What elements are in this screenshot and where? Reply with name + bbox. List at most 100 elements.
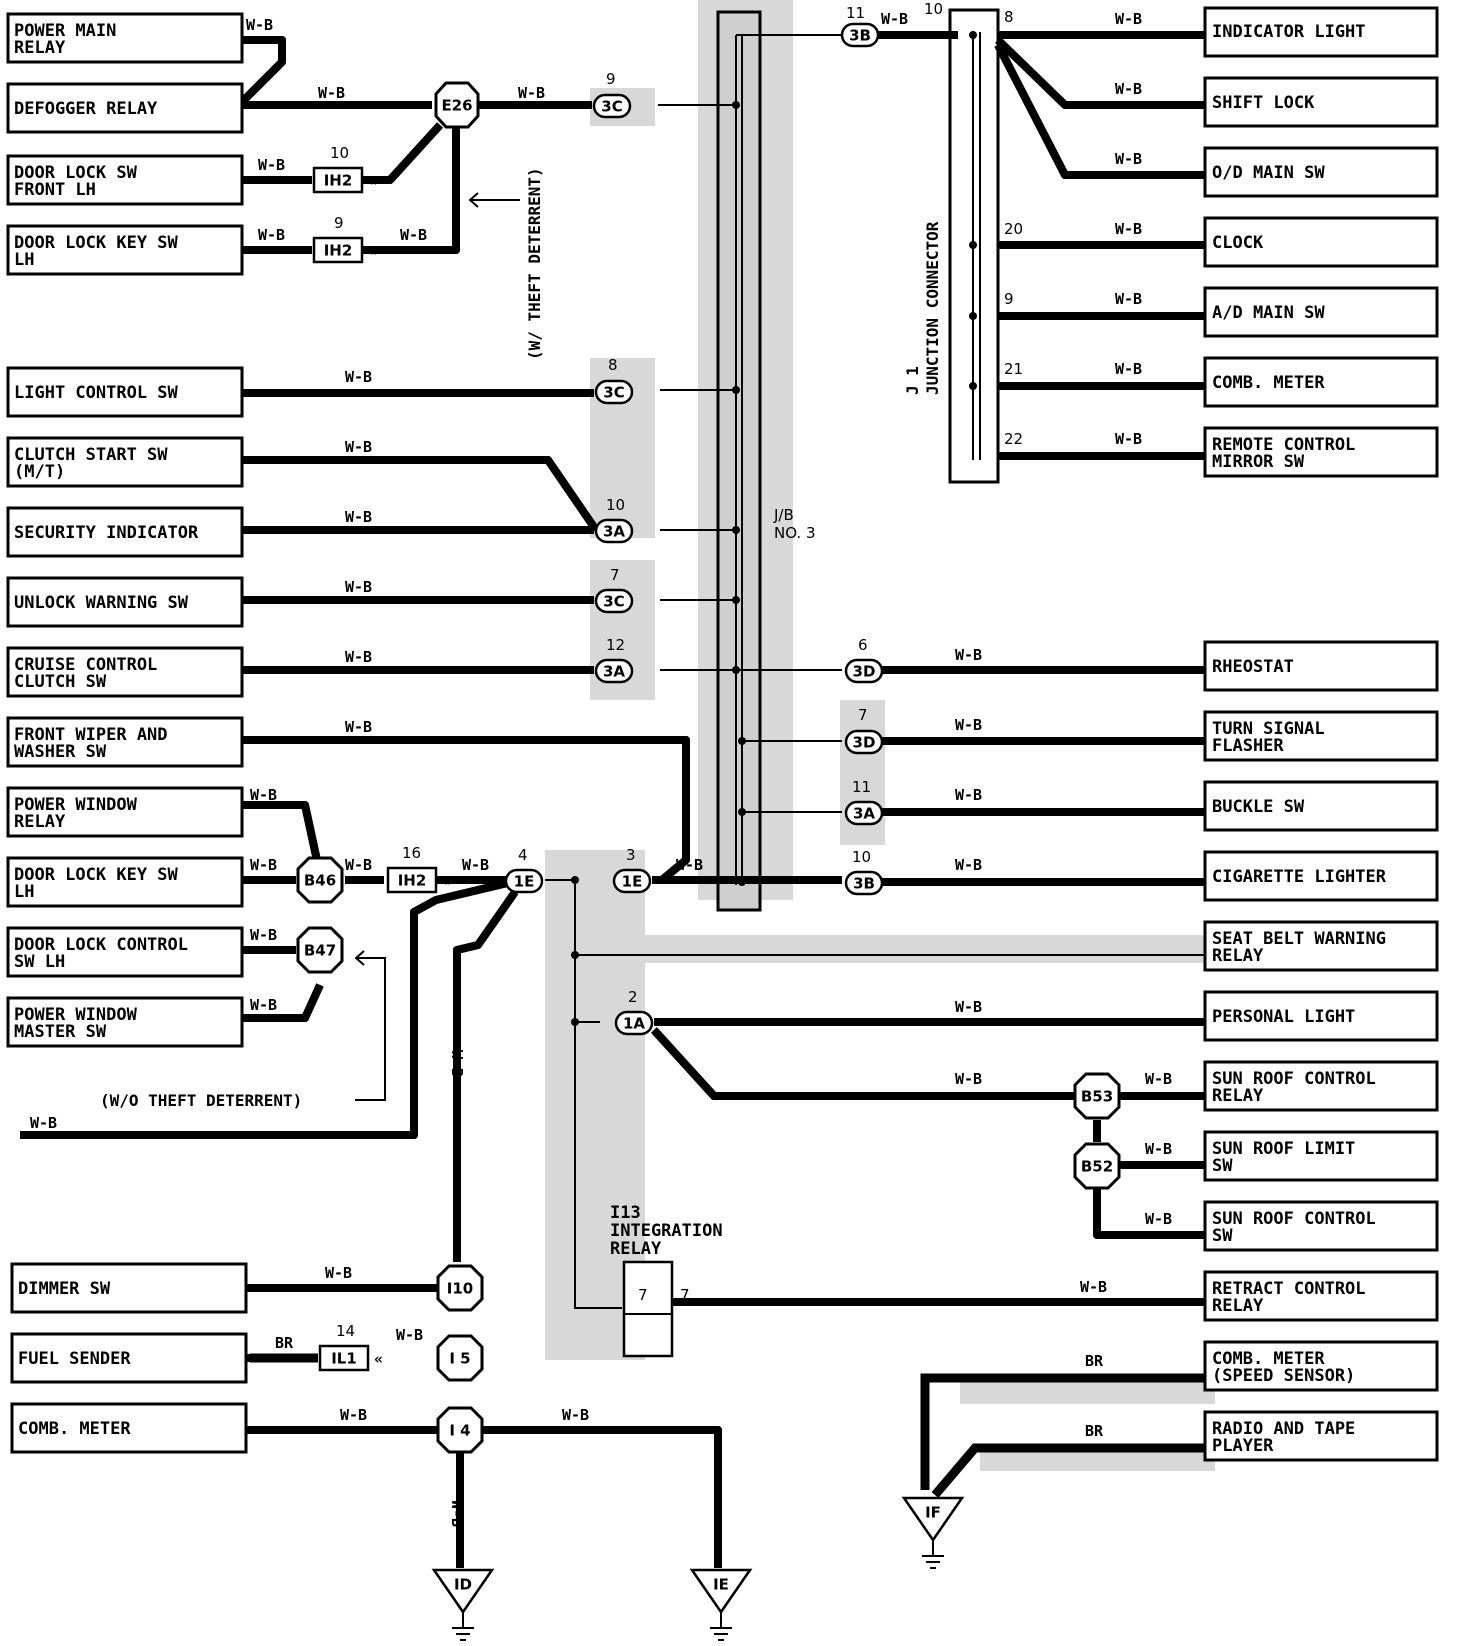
svg-text:CRUISE CONTROL: CRUISE CONTROL: [14, 655, 157, 675]
svg-text:W-B: W-B: [1115, 150, 1142, 168]
svg-text:3D: 3D: [853, 663, 876, 681]
connector-b52: B52: [1073, 1142, 1121, 1190]
svg-text:«: «: [442, 872, 451, 890]
indicator-light: INDICATOR LIGHT: [1203, 6, 1439, 58]
svg-text:W-B: W-B: [955, 998, 982, 1016]
svg-text:W-B: W-B: [448, 1050, 466, 1077]
svg-text:(W/O THEFT DETERRENT): (W/O THEFT DETERRENT): [100, 1091, 302, 1110]
svg-text:W-B: W-B: [1145, 1210, 1172, 1228]
svg-text:12: 12: [606, 636, 625, 654]
connector-3c-9: 3C: [592, 93, 632, 119]
svg-text:RADIO AND TAPE: RADIO AND TAPE: [1212, 1419, 1355, 1439]
svg-text:3B: 3B: [849, 27, 871, 45]
svg-text:LH: LH: [14, 250, 34, 270]
pill-connectors: 3C 3C 3A 3C 3A 3B 3D 3D 3A 3B 1E 1E 1A: [504, 22, 884, 1036]
svg-text:W-B: W-B: [345, 856, 372, 874]
svg-text:1E: 1E: [622, 873, 643, 891]
svg-text:(W/ THEFT DETERRENT): (W/ THEFT DETERRENT): [525, 167, 544, 360]
connector-il1-14: IL1«: [318, 1344, 383, 1372]
svg-text:W-B: W-B: [250, 926, 277, 944]
right-component-boxes: INDICATOR LIGHT SHIFT LOCK O/D MAIN SW C…: [1203, 6, 1439, 1462]
inline-connectors: IH2 « IH2 « IH2 « IL1«: [312, 166, 451, 1372]
svg-text:UNLOCK WARNING SW: UNLOCK WARNING SW: [14, 593, 189, 613]
svg-text:6: 6: [858, 636, 868, 654]
svg-text:9: 9: [1004, 290, 1014, 308]
svg-text:W-B: W-B: [562, 1406, 589, 1424]
svg-text:DOOR LOCK KEY SW: DOOR LOCK KEY SW: [14, 233, 179, 253]
svg-text:RELAY: RELAY: [1212, 946, 1264, 966]
connector-ih2-16: IH2 «: [386, 866, 451, 894]
svg-text:W-B: W-B: [345, 438, 372, 456]
svg-text:11: 11: [846, 4, 865, 22]
svg-text:CLUTCH START SW: CLUTCH START SW: [14, 445, 168, 465]
svg-text:W-B: W-B: [345, 508, 372, 526]
svg-text:W-B: W-B: [955, 716, 982, 734]
svg-text:7: 7: [858, 706, 868, 724]
light-control-sw: LIGHT CONTROL SW: [6, 366, 244, 418]
connector-1e-3: 1E: [612, 868, 652, 894]
svg-text:IH2: IH2: [398, 872, 427, 890]
svg-text:DOOR LOCK SW: DOOR LOCK SW: [14, 163, 138, 183]
svg-text:3A: 3A: [603, 663, 625, 681]
comb-meter-right-top: COMB. METER: [1203, 356, 1439, 408]
pin-numbers: 11 10 8 20 9 21 22 9 8 10 7 12 6 7 11 10…: [330, 0, 1023, 1340]
connector-3d-6: 3D: [844, 658, 884, 684]
svg-text:W-B: W-B: [518, 84, 545, 102]
connector-3c-8: 3C: [594, 379, 634, 405]
svg-text:W-B: W-B: [955, 646, 982, 664]
svg-text:SW: SW: [1212, 1156, 1233, 1176]
svg-text:W-B: W-B: [1145, 1070, 1172, 1088]
svg-text:DOOR LOCK CONTROL: DOOR LOCK CONTROL: [14, 935, 188, 955]
svg-text:W-B: W-B: [30, 1114, 57, 1132]
octagon-connectors: E26 B46 B47 B53 B52 I10 I 5 I 4: [296, 81, 1121, 1454]
connector-3a-11: 3A: [844, 800, 884, 826]
clutch-start-sw: CLUTCH START SW(M/T): [6, 436, 244, 488]
svg-text:W-B: W-B: [676, 856, 703, 874]
connector-3d-7: 3D: [844, 729, 884, 755]
svg-text:9: 9: [334, 214, 344, 232]
security-indicator: SECURITY INDICATOR: [6, 506, 244, 558]
svg-text:W-B: W-B: [250, 996, 277, 1014]
svg-text:BR: BR: [1085, 1422, 1104, 1440]
svg-text:FRONT LH: FRONT LH: [14, 180, 96, 200]
svg-text:PERSONAL LIGHT: PERSONAL LIGHT: [1212, 1007, 1355, 1027]
svg-text:14: 14: [336, 1322, 355, 1340]
svg-text:W-B: W-B: [1115, 10, 1142, 28]
svg-text:W-B: W-B: [1115, 430, 1142, 448]
svg-text:A/D MAIN SW: A/D MAIN SW: [1212, 303, 1325, 323]
svg-text:PLAYER: PLAYER: [1212, 1436, 1274, 1456]
svg-text:I 5: I 5: [449, 1350, 470, 1368]
svg-text:RELAY: RELAY: [1212, 1086, 1264, 1106]
rheostat: RHEOSTAT: [1203, 640, 1439, 692]
svg-text:1E: 1E: [514, 873, 535, 891]
svg-text:COMB. METER: COMB. METER: [1212, 373, 1325, 393]
comb-meter-speed-sensor: COMB. METER(SPEED SENSOR): [1203, 1340, 1439, 1392]
svg-text:IH2: IH2: [324, 172, 353, 190]
svg-text:INTEGRATION: INTEGRATION: [610, 1221, 723, 1241]
svg-text:1A: 1A: [623, 1015, 645, 1033]
od-main-sw: O/D MAIN SW: [1203, 146, 1439, 198]
svg-text:10: 10: [852, 848, 871, 866]
svg-text:(SPEED SENSOR): (SPEED SENSOR): [1212, 1366, 1355, 1386]
svg-text:I10: I10: [447, 1280, 473, 1298]
svg-text:IE: IE: [713, 1576, 729, 1594]
svg-text:BR: BR: [275, 1334, 294, 1352]
svg-text:W-B: W-B: [1115, 80, 1142, 98]
junction-dots: [571, 31, 977, 1026]
svg-text:W-B: W-B: [955, 856, 982, 874]
svg-text:7: 7: [610, 566, 620, 584]
svg-text:10: 10: [606, 496, 625, 514]
svg-text:«: «: [374, 1350, 383, 1368]
svg-text:SECURITY INDICATOR: SECURITY INDICATOR: [14, 523, 199, 543]
ground-id: ID: [431, 1568, 495, 1641]
svg-text:3A: 3A: [603, 523, 625, 541]
svg-text:W-B: W-B: [345, 368, 372, 386]
